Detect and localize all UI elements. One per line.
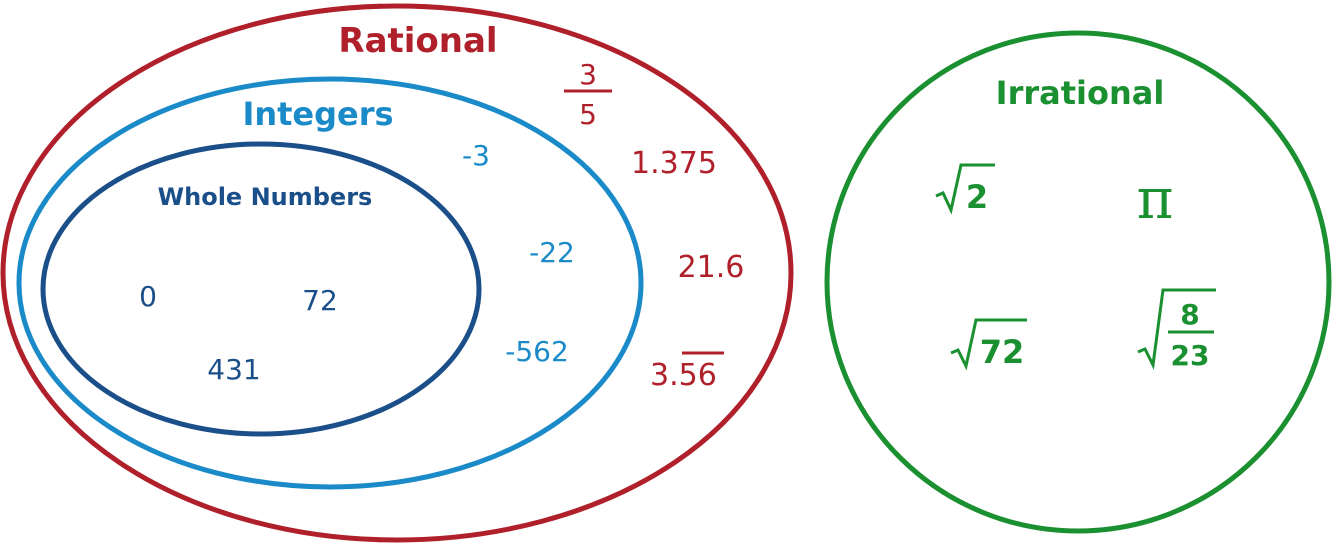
sqrt-72: 72	[950, 318, 1027, 371]
radical-sign-icon	[1137, 288, 1216, 371]
irrational-set	[824, 30, 1332, 534]
sqrt-fraction-denominator: 23	[1171, 339, 1210, 372]
svg-text:72: 72	[980, 333, 1025, 371]
radical-sign-icon	[935, 163, 995, 215]
repeating-decimal: 3.56	[650, 358, 717, 393]
rational-set	[0, 3, 794, 543]
integers-title: Integers	[242, 95, 393, 133]
whole-value: 72	[302, 284, 338, 317]
rational-title: Rational	[338, 21, 497, 61]
fraction-3-5: 3 5	[564, 58, 612, 131]
rational-value: 21.6	[678, 250, 745, 285]
svg-text:2: 2	[966, 178, 988, 216]
radical-sign-icon	[950, 318, 1027, 371]
whole-value: 0	[139, 280, 157, 313]
whole-numbers-set	[40, 141, 482, 437]
rational-value: 1.375	[631, 146, 717, 181]
sqrt-8-over-23: 8 23	[1137, 288, 1216, 372]
fraction-numerator: 3	[579, 58, 597, 91]
irrational-title: Irrational	[996, 74, 1165, 112]
whole-value: 431	[207, 353, 260, 386]
fraction-denominator: 5	[579, 98, 597, 131]
sqrt-fraction-numerator: 8	[1180, 298, 1199, 331]
integers-set	[16, 76, 644, 490]
whole-numbers-title: Whole Numbers	[158, 183, 373, 211]
integer-value: -3	[462, 139, 490, 172]
integer-value: -22	[529, 236, 575, 269]
sqrt-2: 2	[935, 163, 995, 216]
pi-symbol: π	[1137, 167, 1174, 232]
integer-value: -562	[505, 335, 569, 368]
